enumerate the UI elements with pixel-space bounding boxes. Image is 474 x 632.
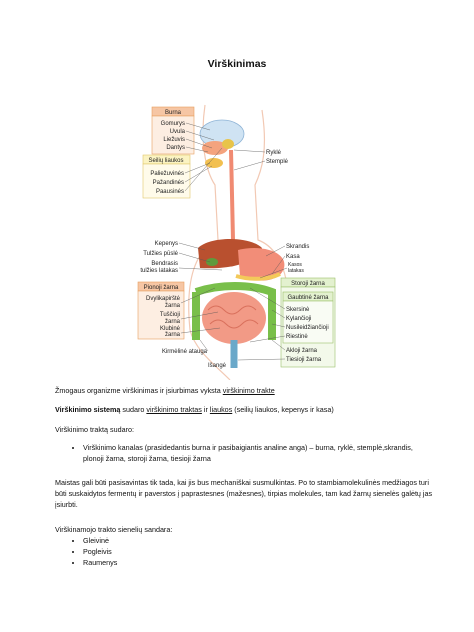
label-dvylik1: Dvylikapirštė xyxy=(146,296,181,302)
small-intestine-coils xyxy=(207,305,259,329)
burna-title: Burna xyxy=(165,110,182,116)
label-stemple: Stemplė xyxy=(266,159,289,165)
label-riestine: Riestinė xyxy=(286,334,308,340)
text-ir: ir xyxy=(201,405,210,414)
list-item: Raumenys xyxy=(83,557,435,568)
label-kylancioji: Kylančioji xyxy=(286,316,311,322)
text-liaukos-list: (seilių liaukos, kepenys ir kasa) xyxy=(232,405,334,414)
label-bendrasis2: tulžies latakas xyxy=(140,268,178,274)
label-kepenys: Kepenys xyxy=(155,241,178,247)
seiliu-box: Seilių liaukos xyxy=(142,154,191,199)
label-akloji: Akloji žarna xyxy=(286,348,318,354)
term-virskinimo-sistema: Virškinimo sistemą xyxy=(55,405,121,414)
burna-box: Burna xyxy=(151,106,195,155)
label-uvula: Uvula xyxy=(170,129,186,135)
label-skrandis: Skrandis xyxy=(286,244,309,250)
intro-text: Žmogaus organizme virškinimas ir įsiurbi… xyxy=(55,386,223,395)
gaubtine-title: Gaubtinė žarna xyxy=(287,295,329,301)
link-liaukos[interactable]: liaukos xyxy=(209,405,233,414)
list-item: Virškinimo kanalas (prasidedantis burna … xyxy=(83,442,435,464)
label-rykle: Ryklė xyxy=(266,150,282,156)
paragraph-maistas: Maistas gali būti pasisavintas tik tada,… xyxy=(55,478,433,509)
label-dvylik2: žarna xyxy=(165,303,181,309)
paragraph-sieneles: Virškinamojo trakto sienelių sandara: xyxy=(55,525,173,534)
text-sudaro: sudaro xyxy=(120,405,147,414)
label-kasos2: latakas xyxy=(288,268,304,274)
list-item: Pogleivis xyxy=(83,546,435,557)
leader-lines xyxy=(178,122,288,361)
label-pausines: Paausinės xyxy=(156,189,184,195)
label-palie: Paliežuvinės xyxy=(150,171,184,177)
paragraph-intro: Žmogaus organizme virškinimas ir įsiurbi… xyxy=(55,385,435,396)
page-title: Virškinimas xyxy=(207,58,267,70)
label-tiesioji: Tiesioji žarna xyxy=(286,357,322,363)
bullet-list-sieneles: Gleivinė Pogleivis Raumenys xyxy=(55,535,435,568)
label-bendrasis1: Bendrasis xyxy=(151,261,178,267)
label-tusc1: Tuščioji xyxy=(160,312,180,318)
label-klub2: žarna xyxy=(165,332,181,338)
label-skersine: Skersinė xyxy=(286,307,310,313)
label-pazand: Pažandinės xyxy=(153,180,184,186)
pancreas xyxy=(235,272,281,281)
list-item: Gleivinė xyxy=(83,535,435,546)
pionoji-title: Pionoji žarna xyxy=(144,285,179,291)
label-liezuvis: Liežuvis xyxy=(163,137,185,143)
gallbladder xyxy=(206,258,218,266)
label-gomurys: Gomurys xyxy=(161,121,185,127)
digestive-system-diagram: Burna Gomurys Uvula Liežuvis Dantys Seil… xyxy=(137,104,336,380)
label-kasos1: Kasos xyxy=(288,262,302,268)
storoji-title: Storoji žarna xyxy=(291,281,325,287)
paragraph-sistema: Virškinimo sistemą sudaro virškinimo tra… xyxy=(55,404,435,415)
label-kasa: Kasa xyxy=(286,254,300,260)
link-virskinimo-trakte[interactable]: virškinimo trakte xyxy=(222,386,275,395)
pionoji-box: Pionoji žarna xyxy=(137,281,185,340)
label-klub1: Klubinė xyxy=(160,326,181,332)
paragraph-traktas: Virškinimo traktą sudaro: xyxy=(55,425,134,434)
label-dantys: Dantys xyxy=(166,145,185,151)
link-virskinimo-traktas[interactable]: virškinimo traktas xyxy=(146,405,202,414)
storoji-box: Storoji žarna Gaubtinė žarna xyxy=(280,277,336,368)
seiliu-title: Seilių liaukos xyxy=(148,158,183,164)
label-nusileid: Nusileidžiančioji xyxy=(286,325,329,331)
bullet-list-kanalas: Virškinimo kanalas (prasidedantis burna … xyxy=(55,442,435,464)
label-kirmeline: Kirmėlinė atauga xyxy=(162,349,208,355)
label-isange: Išangė xyxy=(208,363,227,369)
label-tulzies: Tulžies pūslė xyxy=(143,251,178,257)
label-tusc2: žarna xyxy=(165,319,181,325)
small-intestine xyxy=(202,292,266,344)
head-organs xyxy=(199,119,245,168)
stomach xyxy=(238,248,285,281)
esophagus xyxy=(229,149,235,241)
